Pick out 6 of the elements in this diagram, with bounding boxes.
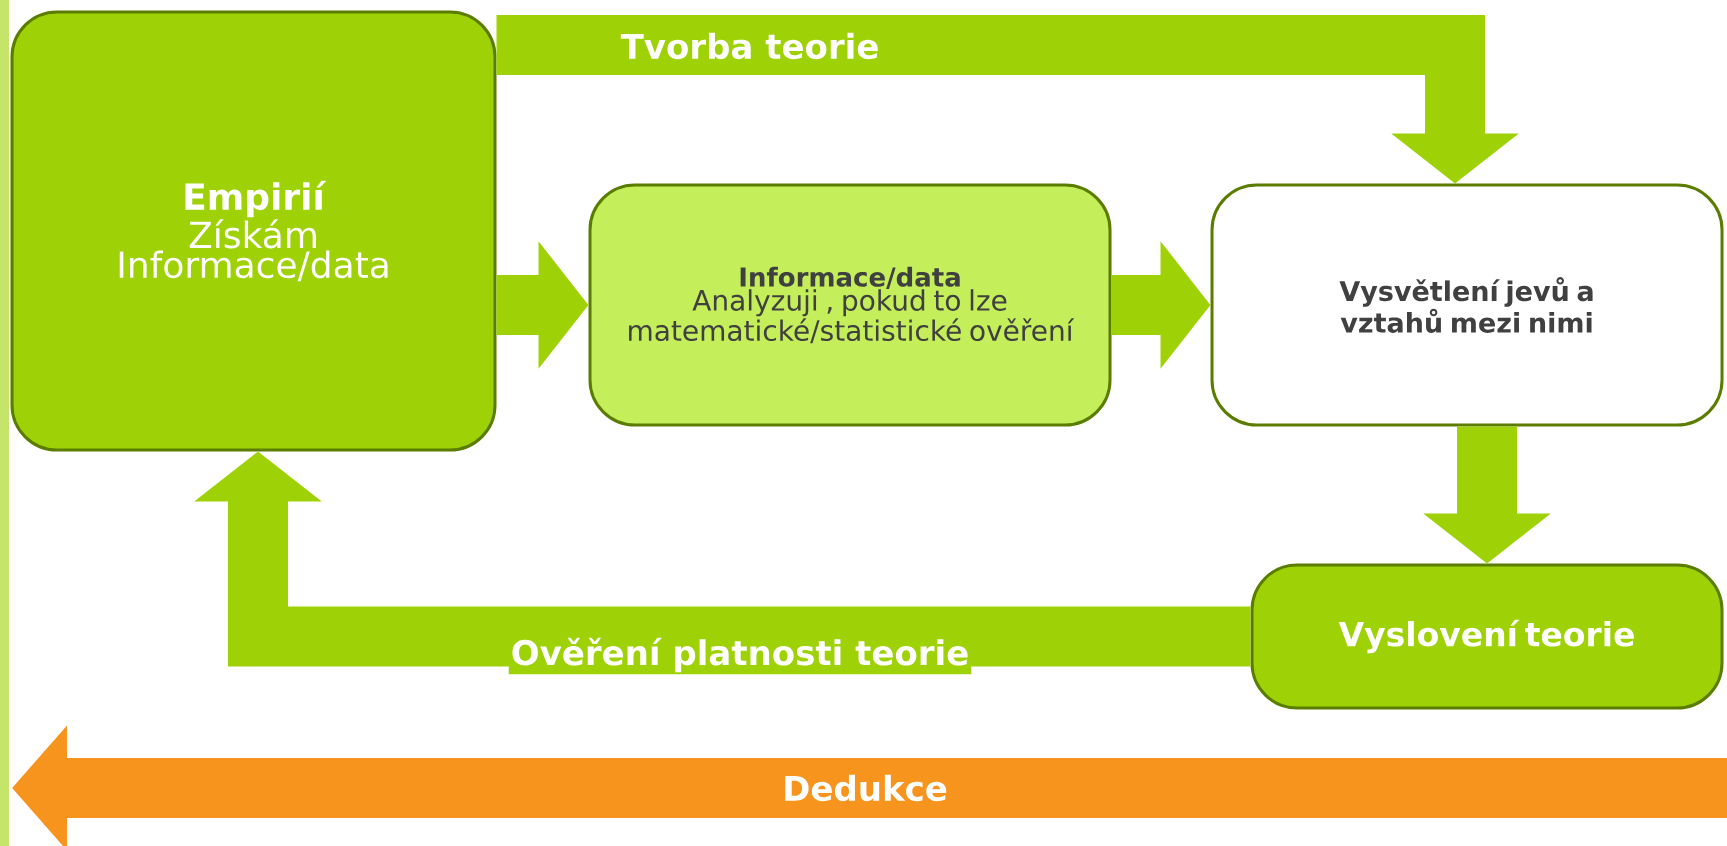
process-box: Informace/data Analyzuji , pokud to lze matematické/statistické ověření	[588, 183, 1112, 427]
process-box: Vysvětlení jevů a vztahů mezi nimi	[1210, 183, 1724, 427]
edge-label: Tvorba teorie	[618, 30, 882, 62]
process-box: Empirií Získám Informace/data	[10, 10, 497, 452]
edge-label: Ověření platnosti teorie	[508, 635, 972, 675]
arrow-label: Dedukce	[785, 774, 947, 802]
